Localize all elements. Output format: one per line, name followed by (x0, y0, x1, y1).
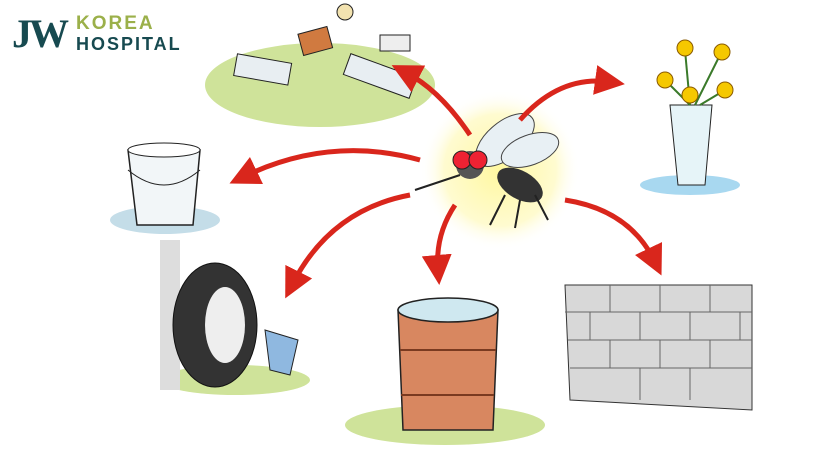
arrow-to-bucket (229, 148, 421, 184)
brick-wall (564, 284, 753, 411)
arrows (229, 65, 663, 299)
arrow-to-litter (391, 65, 473, 137)
tire (160, 240, 310, 395)
litter-scene (205, 3, 435, 127)
logo-mark: JW (12, 11, 69, 56)
arrow-to-wall (564, 197, 663, 276)
arrow-to-flowers (518, 65, 625, 122)
bucket (110, 142, 220, 234)
arrow-to-tire (285, 192, 411, 299)
barrel (345, 297, 545, 445)
flower-vase (640, 39, 740, 195)
arrow-to-barrel (421, 203, 458, 285)
logo-line-1: KOREA (76, 12, 155, 34)
logo-line-2: HOSPITAL (76, 33, 182, 54)
jw-korea-hospital-logo: JW KOREA HOSPITAL (12, 10, 182, 57)
mosquito (414, 90, 580, 250)
